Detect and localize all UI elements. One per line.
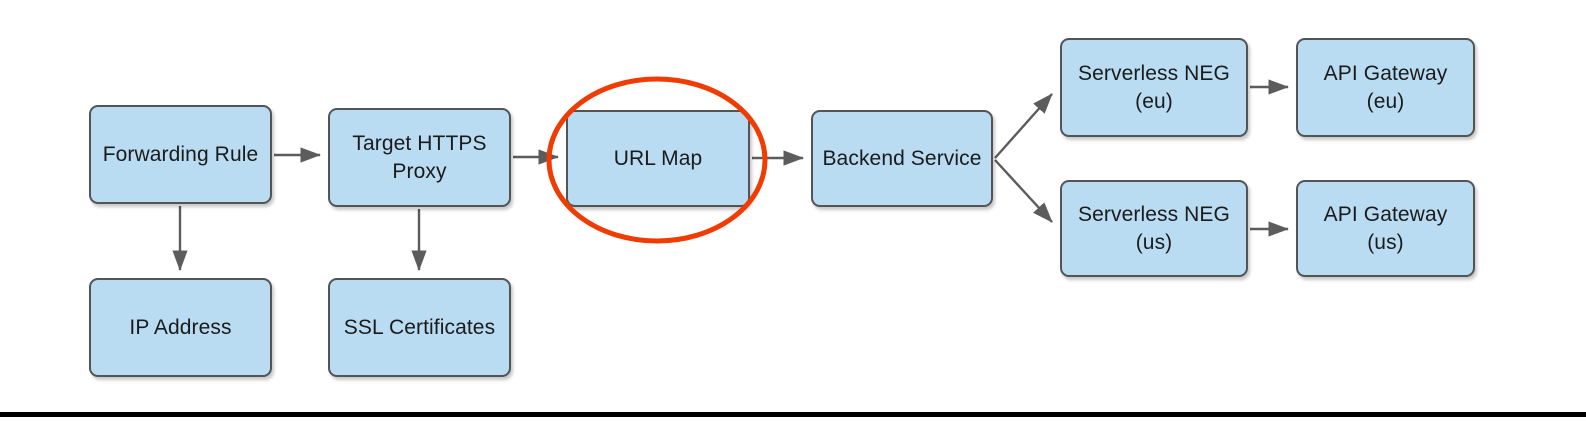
bottom-divider-rule <box>0 412 1586 417</box>
node-api-gateway-us[interactable]: API Gateway (us) <box>1296 180 1475 277</box>
node-serverless-neg-eu[interactable]: Serverless NEG (eu) <box>1060 38 1248 137</box>
node-label-backend-service: Backend Service <box>822 146 982 170</box>
node-url-map[interactable]: URL Map <box>566 110 750 207</box>
node-label-ssl-certificates: SSL Certificates <box>343 315 496 339</box>
node-serverless-neg-us[interactable]: Serverless NEG (us) <box>1060 180 1248 277</box>
node-label-forwarding-rule: Forwarding Rule <box>102 142 259 166</box>
node-label-url-map: URL Map <box>613 146 703 170</box>
node-label-target-https-proxy: Target HTTPS Proxy <box>352 131 487 183</box>
node-target-https-proxy[interactable]: Target HTTPS Proxy <box>328 108 511 207</box>
node-label-ip-address: IP Address <box>129 315 232 339</box>
node-label-api-gateway-us: API Gateway (us) <box>1323 202 1448 254</box>
node-backend-service[interactable]: Backend Service <box>811 110 993 207</box>
node-ip-address[interactable]: IP Address <box>89 278 272 377</box>
node-label-serverless-neg-eu: Serverless NEG (eu) <box>1078 61 1230 113</box>
node-label-serverless-neg-us: Serverless NEG (us) <box>1078 202 1230 254</box>
node-api-gateway-eu[interactable]: API Gateway (eu) <box>1296 38 1475 137</box>
node-forwarding-rule[interactable]: Forwarding Rule <box>89 105 272 204</box>
node-ssl-certificates[interactable]: SSL Certificates <box>328 278 511 377</box>
node-label-api-gateway-eu: API Gateway (eu) <box>1323 61 1448 113</box>
